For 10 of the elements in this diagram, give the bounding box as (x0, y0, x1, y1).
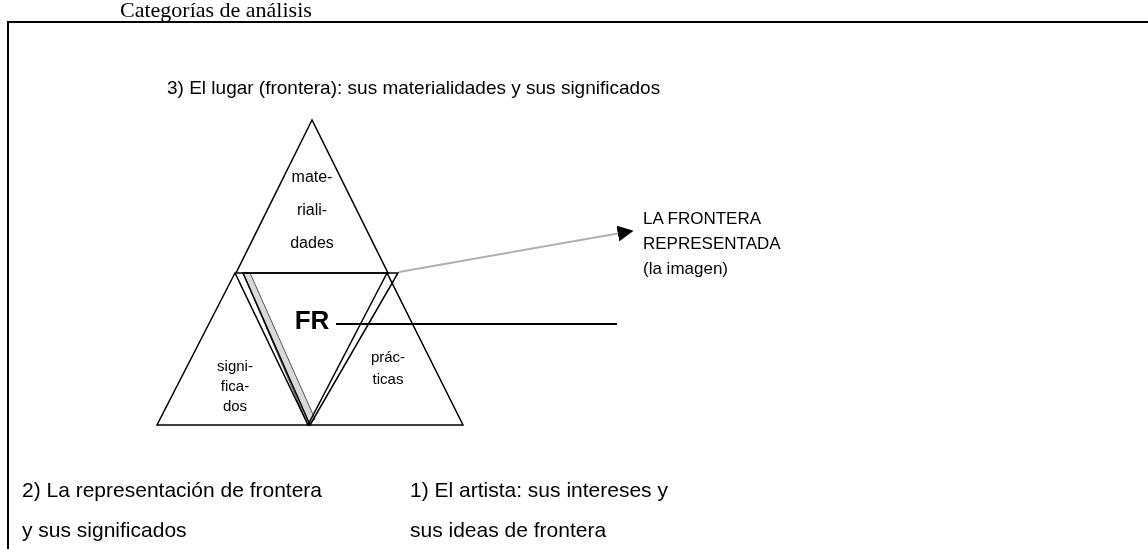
category-label: signi- fica- dos (217, 356, 253, 416)
category-label: mate- riali- dades (290, 167, 334, 253)
note-text: 1) El artista: sus intereses y sus ideas de frontera (410, 477, 669, 543)
category-label: prác- ticas (370, 347, 406, 389)
note-text: 2) La representación de frontera y sus significados (22, 477, 324, 543)
category-label: FR (294, 305, 330, 335)
title: Categorías de análisis (120, 0, 312, 23)
note-text: 3) El lugar (frontera): sus materialidades y sus significados (167, 76, 661, 100)
caption-text: LA FRONTERA REPRESENTADA (la imagen) (643, 208, 782, 280)
arrow (398, 225, 634, 273)
